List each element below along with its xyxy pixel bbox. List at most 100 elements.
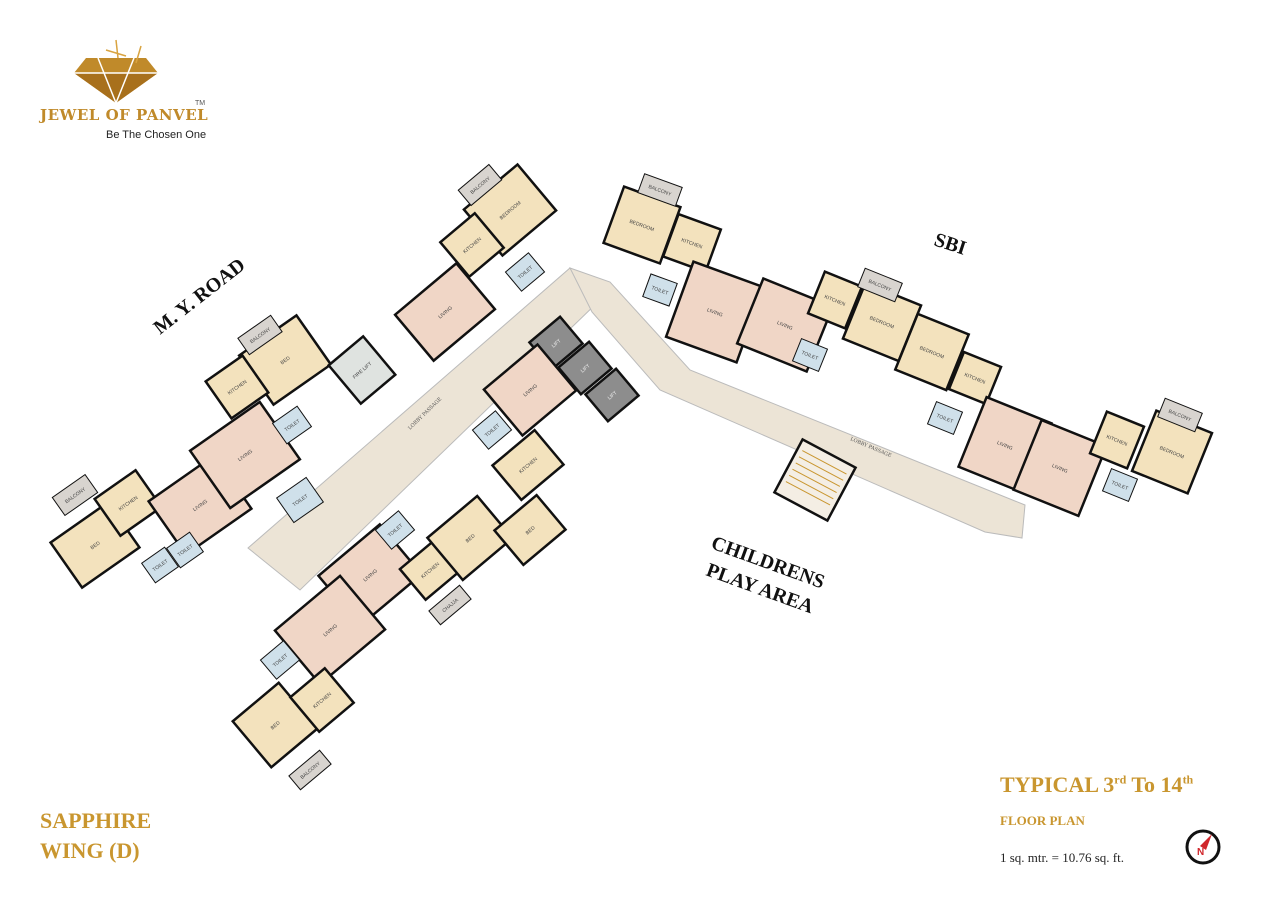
room-balcony: BALCONY <box>637 173 683 207</box>
room-outline <box>471 410 513 450</box>
room-outline <box>642 273 678 307</box>
room-label: LIFT <box>551 338 563 349</box>
room-toilet: TOILET <box>271 405 313 445</box>
room-kitchen: KITCHEN <box>947 350 1003 406</box>
room-outline <box>457 163 503 207</box>
room-outline <box>1101 467 1139 503</box>
room-balcony: BALCONY <box>857 267 903 303</box>
north-compass-icon: N <box>1185 829 1221 865</box>
room-outline <box>490 428 566 502</box>
room-balcony: BALCONY <box>51 473 99 517</box>
room-outline <box>926 400 964 436</box>
room-toilet: TOILET <box>165 531 205 569</box>
room-balcony: BALCONY <box>1157 397 1203 433</box>
room-kitchen: KITCHEN <box>203 353 271 421</box>
room-outline <box>425 494 515 582</box>
unit-conversion: 1 sq. mtr. = 10.76 sq. ft. <box>1000 850 1124 865</box>
room-fire-lift: FIRE LIFT <box>326 334 398 406</box>
plan-title-sup1: rd <box>1114 772 1127 787</box>
svg-text:N: N <box>1197 847 1204 858</box>
room-kitchen: KITCHEN <box>438 211 506 279</box>
corridors: LOBBY PASSAGE LOBBY PASSAGE <box>247 267 1026 591</box>
room-bed: BED <box>425 494 515 582</box>
room-label: TOILET <box>650 285 668 297</box>
room-passage <box>772 437 858 523</box>
room-balcony: BALCONY <box>237 314 283 356</box>
room-outline <box>271 405 313 445</box>
room-label: LIFT <box>580 363 592 374</box>
wing-line-2: WING (D) <box>40 838 140 863</box>
room-outline <box>259 640 301 680</box>
room-toilet: TOILET <box>791 337 829 373</box>
room-toilet: TOILET <box>1101 467 1139 503</box>
room-lift: LIFT <box>556 339 614 397</box>
bank-label: SBI <box>931 229 969 260</box>
stair-step <box>802 450 847 475</box>
plan-subtitle: FLOOR PLAN <box>1000 813 1085 828</box>
room-outline <box>556 339 614 397</box>
room-chajja: CHAJJA <box>428 584 472 626</box>
room-toilet: TOILET <box>642 273 678 307</box>
room-outline <box>492 493 568 567</box>
room-outline <box>165 531 205 569</box>
room-label: LIVING <box>776 320 794 332</box>
room-outline <box>374 510 416 550</box>
room-living: LIVING <box>1011 418 1109 518</box>
stair-step <box>785 481 831 506</box>
room-outline <box>92 468 164 538</box>
room-living: LIVING <box>393 261 497 363</box>
room-living: LIVING <box>482 342 578 438</box>
room-outline <box>1011 418 1109 518</box>
plan-title: TYPICAL 3rd To 14th <box>1000 772 1193 798</box>
room-outline <box>893 312 971 392</box>
room-label: BED <box>465 533 477 544</box>
room-outline <box>661 212 723 274</box>
wing-line-1: SAPPHIRE <box>40 808 152 833</box>
room-outline <box>947 350 1003 406</box>
room-label: BED <box>280 355 292 366</box>
room-outline <box>583 366 641 424</box>
room-outline <box>140 546 180 584</box>
room-kitchen: KITCHEN <box>806 270 864 330</box>
room-kitchen: KITCHEN <box>92 468 164 538</box>
room-toilet: TOILET <box>259 640 301 680</box>
room-toilet: TOILET <box>504 252 546 292</box>
room-outline <box>326 334 398 406</box>
room-outline <box>237 314 283 356</box>
trademark: TM <box>195 100 206 107</box>
room-kitchen: KITCHEN <box>490 428 566 502</box>
room-outline <box>51 473 99 517</box>
room-outline <box>438 211 506 279</box>
room-toilet: TOILET <box>926 400 964 436</box>
room-label: BED <box>90 540 102 551</box>
room-outline <box>288 666 356 734</box>
brand-name: JEWEL OF PANVEL <box>40 106 209 124</box>
room-outline <box>275 476 325 524</box>
room-outline <box>1157 397 1203 433</box>
room-label: LIVING <box>1051 463 1069 475</box>
room-outline <box>482 342 578 438</box>
stair-step <box>792 468 837 494</box>
room-kitchen: KITCHEN <box>288 666 356 734</box>
room-toilet: TOILET <box>471 410 513 450</box>
stair-step <box>788 474 834 500</box>
room-label: BED <box>525 525 537 536</box>
room-outline <box>772 437 858 523</box>
room-outline <box>806 270 864 330</box>
room-kitchen: KITCHEN <box>661 212 723 274</box>
plan-title-sup2: th <box>1182 772 1194 787</box>
stair-step <box>795 462 841 487</box>
room-label: LIVING <box>996 440 1014 452</box>
room-toilet: TOILET <box>374 510 416 550</box>
room-outline <box>288 749 332 791</box>
stair-step <box>798 456 844 481</box>
room-bed: BED <box>492 493 568 567</box>
room-balcony: BALCONY <box>457 163 503 207</box>
room-label: LIFT <box>607 390 619 401</box>
plan-title-prefix: TYPICAL 3 <box>1000 772 1115 797</box>
plan-title-middle: To 14 <box>1126 772 1183 797</box>
room-outline <box>791 337 829 373</box>
room-kitchen: KITCHEN <box>1088 410 1146 470</box>
